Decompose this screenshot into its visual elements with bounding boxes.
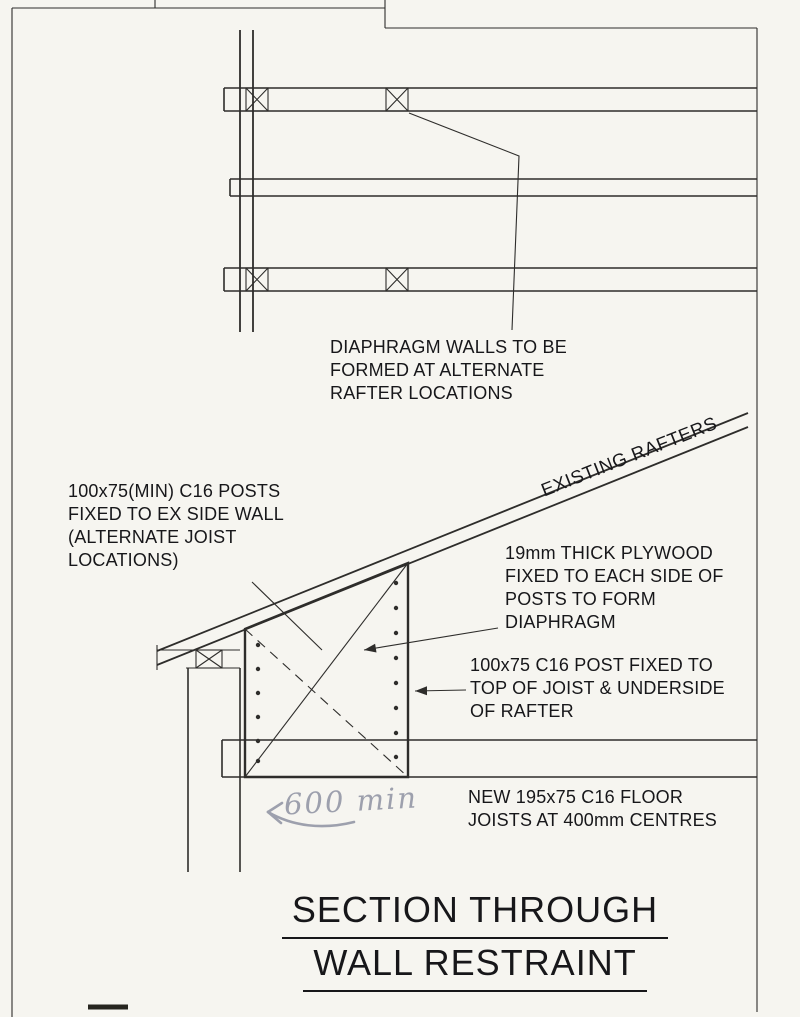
plan-rafter-3 xyxy=(223,267,757,292)
plywood-arrowhead-icon xyxy=(364,643,377,653)
note-post-fixing: 100x75 C16 POST FIXED TO TOP OF JOIST & … xyxy=(470,655,725,721)
handwritten-dimension: 600 min xyxy=(283,780,419,822)
diaphragm-block-icon xyxy=(385,87,409,112)
diaphragm-block-icon xyxy=(245,87,269,112)
title-line-2: WALL RESTRAINT xyxy=(240,942,710,992)
title-line-1: SECTION THROUGH xyxy=(240,889,710,939)
diaphragm-block-icon xyxy=(385,267,409,292)
title-text-2: WALL RESTRAINT xyxy=(303,942,647,992)
title-text-1: SECTION THROUGH xyxy=(281,889,669,939)
plan-rafter-2 xyxy=(229,178,757,197)
section-detail xyxy=(156,412,757,872)
drawing-title: SECTION THROUGH WALL RESTRAINT xyxy=(240,889,710,992)
plan-detail xyxy=(223,30,757,332)
panel-diagonal-dashed xyxy=(244,628,409,778)
note-plywood: 19mm THICK PLYWOOD FIXED TO EACH SIDE OF… xyxy=(505,543,724,632)
plan-rafter-1 xyxy=(223,87,757,112)
diaphragm-block-icon xyxy=(245,267,269,292)
plywood-panel xyxy=(243,561,410,779)
post-arrowhead-icon xyxy=(415,686,427,696)
rafter-top-line xyxy=(156,412,749,652)
note-diaphragm-walls: DIAPHRAGM WALLS TO BE FORMED AT ALTERNAT… xyxy=(330,337,567,403)
posts-leader-line xyxy=(251,581,323,651)
fixing-dots xyxy=(255,580,399,764)
sheet-frame xyxy=(11,0,758,1017)
wall-plate-icon xyxy=(195,649,223,669)
handwritten-arrow-icon xyxy=(266,801,356,828)
note-floor-joists: NEW 195x75 C16 FLOOR JOISTS AT 400mm CEN… xyxy=(468,787,717,830)
plywood-arrow-line xyxy=(363,627,499,651)
panel-diagonal-solid xyxy=(244,562,409,778)
note-c16-posts: 100x75(MIN) C16 POSTS FIXED TO EX SIDE W… xyxy=(68,481,284,570)
plan-leader-line xyxy=(408,112,520,331)
